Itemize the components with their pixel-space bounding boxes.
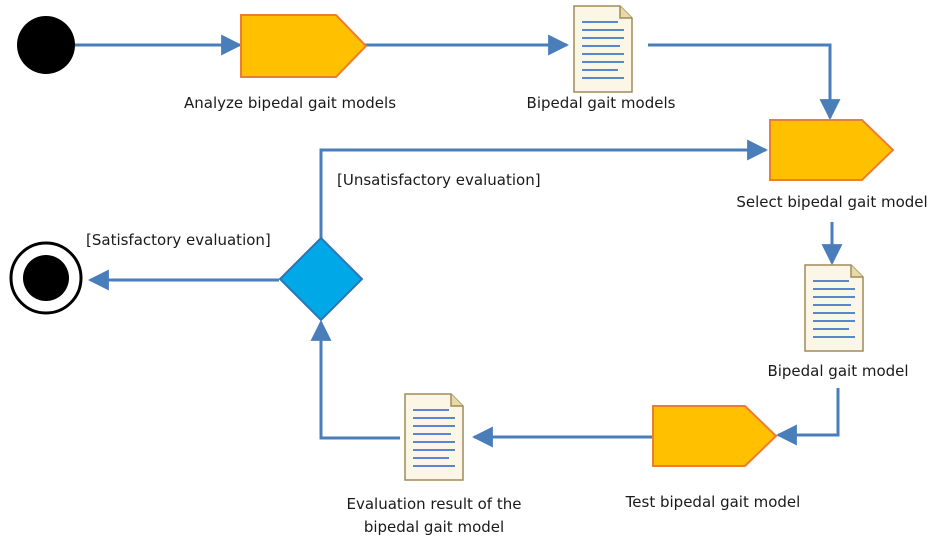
satisfactory-guard-label: [Satisfactory evaluation]: [86, 231, 271, 249]
models-document-icon: [573, 5, 633, 93]
select-activity-pentagon-icon: [769, 119, 895, 181]
gait-model-doc-label: Bipedal gait model: [767, 362, 909, 380]
initial-node-icon: [17, 16, 75, 74]
flow-model-doc-to-test: [775, 388, 840, 446]
evaluation-doc-label-line1: Evaluation result of the: [346, 495, 522, 513]
analyze-activity-label: Analyze bipedal gait models: [183, 94, 397, 112]
evaluation-doc-label-line2: bipedal gait model: [363, 518, 505, 536]
flow-models-doc-to-select: [648, 43, 841, 121]
unsatisfactory-guard-label: [Unsatisfactory evaluation]: [337, 171, 541, 189]
final-node-icon: [9, 241, 83, 315]
model-document-icon: [804, 264, 864, 352]
select-activity-label: Select bipedal gait model: [736, 193, 928, 211]
gait-models-doc-label: Bipedal gait models: [526, 94, 676, 112]
test-activity-pentagon-icon: [652, 405, 778, 467]
flow-evaluation-doc-to-decision: [310, 319, 400, 440]
decision-diamond-icon: [278, 236, 364, 322]
test-activity-label: Test bipedal gait model: [625, 493, 801, 511]
evaluation-document-icon: [404, 393, 464, 481]
flow-decision-unsatisfactory: [319, 139, 769, 240]
analyze-activity-pentagon-icon: [240, 14, 368, 78]
